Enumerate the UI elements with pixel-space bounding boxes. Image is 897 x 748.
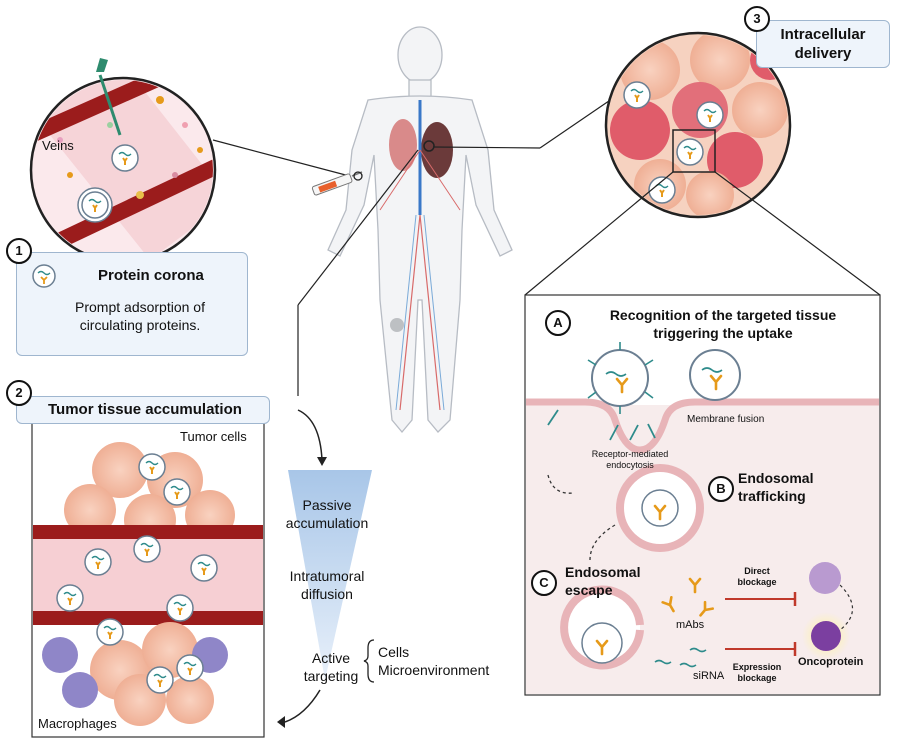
- gradient-triangle: [288, 470, 372, 680]
- step-3-badge: 3: [744, 6, 770, 32]
- brace: [363, 639, 375, 683]
- endosomal-trafficking-title: Endosomal trafficking: [738, 470, 814, 504]
- connector-line: [297, 149, 419, 306]
- oncoprotein-label: Oncoprotein: [798, 656, 864, 668]
- intratumoral-diffusion-label: Intratumoral diffusion: [289, 568, 365, 602]
- nanoparticle-plain: [689, 349, 741, 401]
- uptake-panel: [524, 294, 881, 696]
- dashed-arrow: [589, 524, 616, 561]
- targeting-types-label: Cells Microenvironment: [378, 644, 490, 678]
- inhibition-lines: [725, 592, 797, 656]
- tumor-tissue-box: [31, 421, 265, 738]
- endosome-c: [560, 585, 644, 670]
- nanoparticle-icon: [32, 264, 56, 288]
- intracellular-title: Intracellular delivery: [780, 26, 866, 62]
- veins-label: Veins: [42, 138, 74, 153]
- step-1-badge: 1: [6, 238, 32, 264]
- intracellular-box: [756, 20, 890, 68]
- dashed-arrow: [547, 474, 574, 494]
- lungs: [379, 100, 461, 411]
- protein-corona-title: Protein corona: [98, 267, 204, 284]
- step-a-badge: A: [545, 310, 571, 336]
- connector-line: [212, 139, 358, 179]
- step-2-badge: 2: [6, 380, 32, 406]
- endosomal-escape-title: Endosomal escape: [565, 564, 641, 598]
- passive-accumulation-label: Passive accumulation: [285, 497, 369, 531]
- mabs-label: mAbs: [676, 619, 705, 631]
- protein-corona-box: [16, 252, 248, 356]
- oncoprotein-icon: [802, 562, 854, 660]
- vein-magnifier: [29, 58, 217, 264]
- receptor-endocytosis-label: Receptor-mediated endocytosis: [591, 449, 669, 470]
- step-c-badge: C: [531, 570, 557, 596]
- curved-arrow: [284, 689, 321, 723]
- tumor-magnifier: [604, 31, 792, 219]
- sirna-label: siRNA: [693, 670, 725, 682]
- tumor-cells-label: Tumor cells: [180, 429, 247, 444]
- nanoparticle-targeted: [587, 342, 654, 414]
- sirna-group: [654, 647, 707, 668]
- tumor-accumulation-box: [16, 396, 270, 424]
- protein-corona-text: Prompt adsorption of circulating protein…: [75, 299, 205, 333]
- connector-line: [432, 146, 541, 149]
- connector-line: [524, 171, 674, 296]
- recognition-title: Recognition of the targeted tissue trigg…: [609, 307, 837, 341]
- syringe-icon: [311, 171, 363, 196]
- receptors: [547, 409, 656, 441]
- human-body: [327, 26, 513, 434]
- direct-blockage-label: Direct blockage: [737, 566, 777, 587]
- macrophages-label: Macrophages: [38, 716, 117, 731]
- endosome-b: [616, 464, 704, 552]
- expression-blockage-label: Expression blockage: [732, 662, 782, 683]
- tumor-accumulation-title: Tumor tissue accumulation: [48, 401, 242, 418]
- active-targeting-label: Active targeting: [303, 650, 359, 684]
- step-b-badge: B: [708, 476, 734, 502]
- connector-line: [714, 171, 881, 296]
- membrane-fusion-label: Membrane fusion: [687, 414, 765, 425]
- curved-arrow: [297, 409, 323, 461]
